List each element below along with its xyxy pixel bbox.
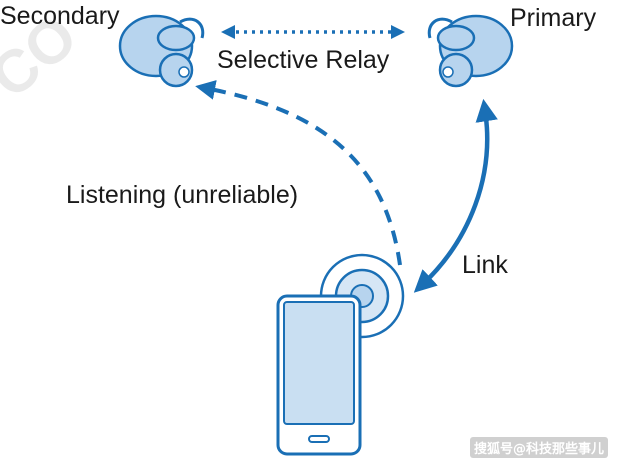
secondary-label: Secondary [0, 2, 120, 30]
listening-arrow [195, 80, 402, 266]
selective-relay-label: Selective Relay [217, 46, 390, 74]
link-label: Link [462, 251, 508, 279]
listening-label: Listening (unreliable) [66, 181, 299, 209]
smartphone-icon [276, 294, 362, 456]
primary-earbud-icon [427, 14, 514, 88]
primary-label: Primary [510, 4, 597, 32]
secondary-earbud-icon [118, 14, 205, 88]
link-arrow [413, 98, 498, 293]
source-watermark: 搜狐号@科技那些事儿 [470, 437, 609, 458]
